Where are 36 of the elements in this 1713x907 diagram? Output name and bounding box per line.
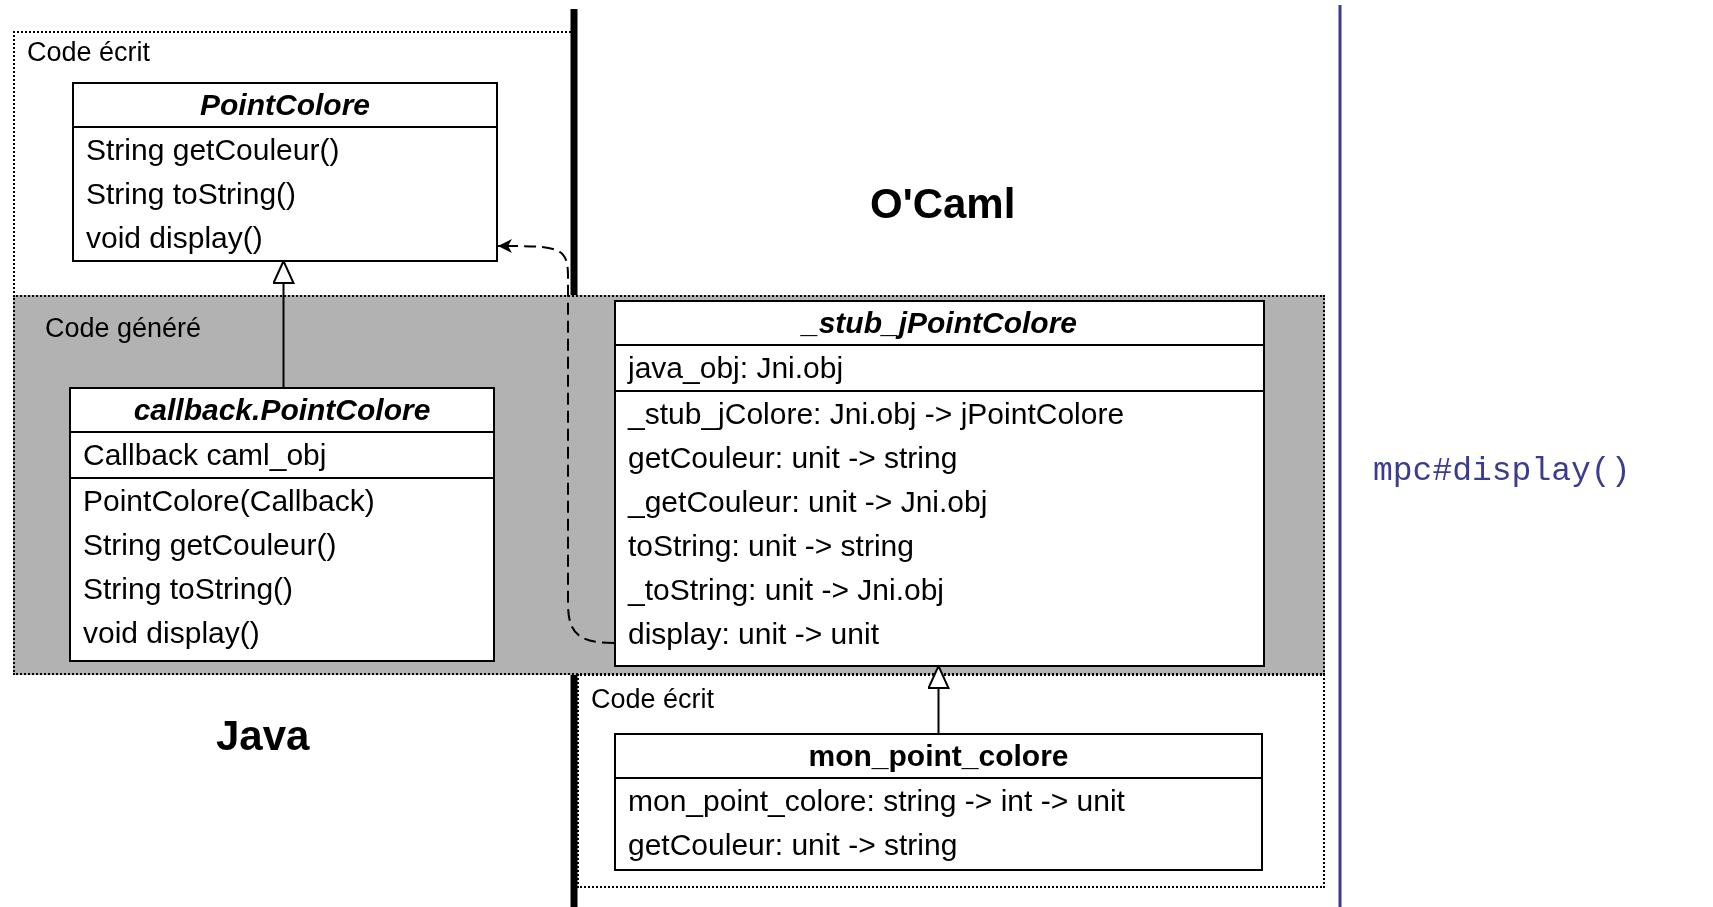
region-label: Code écrit [591, 684, 715, 715]
class-name: _stub_jPointColore [616, 302, 1263, 346]
member-text: Callback caml_obj [82, 437, 328, 473]
class-name: callback.PointColore [71, 389, 493, 433]
member-text: _getCouleur: unit -> Jni.obj [626, 484, 989, 520]
class-box [69, 387, 495, 662]
region-label: Code généré [45, 313, 202, 344]
member-text: getCouleur: unit -> string [627, 827, 959, 863]
region-label: Code écrit [27, 37, 151, 68]
inheritance-arrow [272, 260, 295, 388]
member-text: java_obj: Jni.obj [626, 350, 845, 386]
member-text: _toString: unit -> Jni.obj [626, 572, 945, 608]
member-text: getCouleur: unit -> string [627, 440, 959, 476]
member-text: void display() [82, 615, 261, 651]
class-box [72, 82, 498, 262]
member-text: mon_point_colore: string -> int -> unit [627, 783, 1126, 819]
call-arrow [497, 239, 615, 644]
member-text: toString: unit -> string [627, 528, 915, 564]
language-label: Java [216, 712, 310, 760]
member-text: PointColore(Callback) [71, 477, 493, 523]
member-text: String getCouleur() [82, 527, 338, 563]
member-text: String getCouleur() [85, 132, 341, 168]
member-text: String toString() [85, 176, 298, 212]
class-name: mon_point_colore [616, 735, 1261, 779]
code-region [13, 295, 1325, 675]
code-label: mpc#display() [1373, 453, 1631, 490]
class-name: PointColore [74, 84, 496, 128]
inheritance-arrow [927, 665, 950, 734]
member-text: _stub_jColore: Jni.obj -> jPointColore [616, 390, 1263, 436]
class-box [614, 733, 1263, 871]
member-text: String toString() [82, 571, 295, 607]
class-box [614, 300, 1265, 667]
member-text: void display() [85, 220, 264, 256]
language-label: O'Caml [870, 180, 1016, 228]
code-region [577, 674, 1325, 888]
member-text: display: unit -> unit [627, 616, 880, 652]
